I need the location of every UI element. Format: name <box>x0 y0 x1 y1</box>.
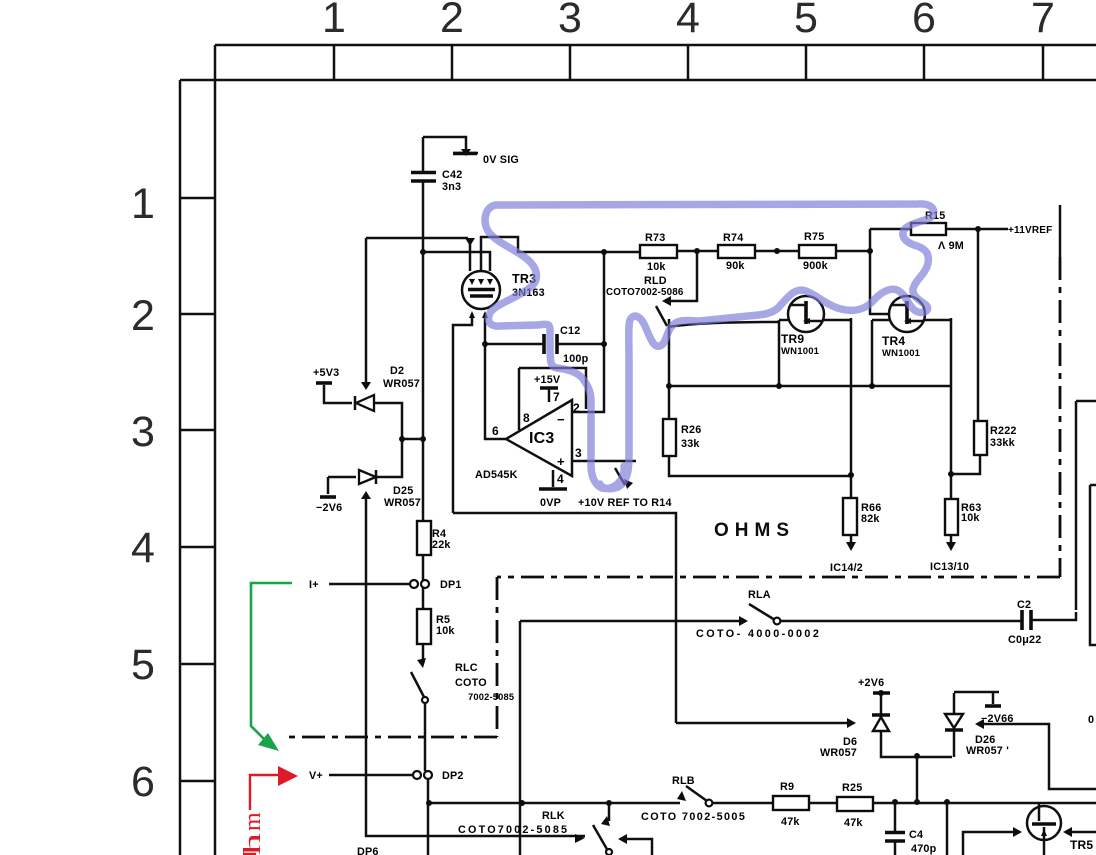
svg-text:DP2: DP2 <box>442 770 464 782</box>
svg-text:−: − <box>557 412 565 427</box>
svg-text:TR3: TR3 <box>512 272 536 286</box>
svg-text:TR5: TR5 <box>1070 838 1093 852</box>
svg-text:5: 5 <box>794 0 818 42</box>
svg-text:22k: 22k <box>432 539 451 551</box>
svg-text:R75: R75 <box>804 231 824 243</box>
svg-text:h: h <box>240 833 266 855</box>
svg-text:R25: R25 <box>842 782 862 794</box>
svg-text:RLA: RLA <box>748 589 771 601</box>
svg-text:C0μ22: C0μ22 <box>1008 634 1041 646</box>
svg-text:Λ 9M: Λ 9M <box>938 240 964 252</box>
svg-text:V+: V+ <box>309 770 323 782</box>
svg-text:5: 5 <box>131 641 155 689</box>
svg-text:3: 3 <box>558 0 582 42</box>
svg-text:R66: R66 <box>861 502 881 514</box>
svg-text:DP6: DP6 <box>357 846 379 855</box>
svg-text:D25: D25 <box>393 485 413 497</box>
svg-text:6: 6 <box>131 758 155 806</box>
svg-text:7: 7 <box>1031 0 1055 42</box>
svg-text:0: 0 <box>1088 714 1094 726</box>
svg-text:−2V66: −2V66 <box>981 713 1014 725</box>
svg-text:WR057 ': WR057 ' <box>966 745 1009 757</box>
svg-text:900k: 900k <box>803 260 829 272</box>
svg-text:R74: R74 <box>723 232 743 244</box>
svg-text:0VP: 0VP <box>540 497 561 509</box>
svg-text:DP1: DP1 <box>440 579 462 591</box>
svg-text:R222: R222 <box>990 425 1017 437</box>
svg-text:C42: C42 <box>442 169 462 181</box>
svg-text:WN1001: WN1001 <box>781 346 820 357</box>
svg-text:WR057: WR057 <box>384 497 421 509</box>
svg-text:D6: D6 <box>843 736 857 748</box>
svg-text:+2V6: +2V6 <box>858 677 884 689</box>
svg-text:2: 2 <box>440 0 464 42</box>
svg-text:AD545K: AD545K <box>475 469 518 481</box>
svg-text:82k: 82k <box>861 513 880 525</box>
svg-text:2: 2 <box>573 401 580 415</box>
svg-text:3: 3 <box>131 408 155 456</box>
svg-text:7002-5085: 7002-5085 <box>468 692 514 702</box>
svg-text:RLK: RLK <box>542 810 565 822</box>
svg-text:I+: I+ <box>309 579 319 591</box>
svg-text:R9: R9 <box>780 781 794 793</box>
svg-text:3n3: 3n3 <box>442 181 461 193</box>
svg-text:IC13/10: IC13/10 <box>930 561 969 573</box>
svg-text:C2: C2 <box>1017 599 1031 611</box>
svg-text:COTO- 4000-0002: COTO- 4000-0002 <box>696 628 821 640</box>
svg-text:10k: 10k <box>961 512 980 524</box>
svg-text:1: 1 <box>131 180 155 228</box>
svg-text:COTO: COTO <box>455 677 487 689</box>
svg-text:1: 1 <box>322 0 346 42</box>
svg-text:100p: 100p <box>563 353 589 365</box>
svg-text:COTO7002-5086: COTO7002-5086 <box>606 287 684 298</box>
svg-text:7: 7 <box>553 390 560 404</box>
svg-text:3: 3 <box>575 446 582 460</box>
svg-text:OHMS: OHMS <box>714 520 795 541</box>
svg-text:+5V3: +5V3 <box>313 367 339 379</box>
svg-text:2: 2 <box>131 292 155 340</box>
svg-text:6: 6 <box>492 424 499 438</box>
svg-text:470p: 470p <box>911 843 937 855</box>
svg-text:D26: D26 <box>975 734 995 746</box>
svg-text:IC14/2: IC14/2 <box>830 562 863 574</box>
svg-text:10k: 10k <box>647 261 666 273</box>
svg-text:TR9: TR9 <box>781 332 804 346</box>
svg-text:+15V: +15V <box>534 374 561 386</box>
svg-text:RLD: RLD <box>644 275 667 287</box>
svg-text:m: m <box>240 812 266 831</box>
svg-text:+: + <box>557 454 565 469</box>
svg-text:C12: C12 <box>560 325 580 337</box>
svg-text:RLB: RLB <box>672 775 695 787</box>
svg-text:COTO 7002-5005: COTO 7002-5005 <box>641 811 746 823</box>
svg-text:47k: 47k <box>844 817 863 829</box>
svg-text:IC3: IC3 <box>529 430 555 447</box>
svg-text:R73: R73 <box>645 232 665 244</box>
svg-text:6: 6 <box>912 0 936 42</box>
svg-text:8: 8 <box>523 411 530 425</box>
svg-text:4: 4 <box>676 0 700 42</box>
svg-text:0V SIG: 0V SIG <box>483 154 519 166</box>
svg-text:WN1001: WN1001 <box>882 348 921 359</box>
svg-text:90k: 90k <box>726 260 745 272</box>
svg-text:C4: C4 <box>909 829 923 841</box>
svg-text:4: 4 <box>557 472 564 486</box>
svg-text:WR057: WR057 <box>820 747 857 759</box>
svg-text:TR4: TR4 <box>882 334 905 348</box>
svg-text:33k: 33k <box>681 438 700 450</box>
svg-text:4: 4 <box>131 524 155 572</box>
svg-text:10k: 10k <box>436 625 455 637</box>
svg-text:R5: R5 <box>436 614 450 626</box>
svg-text:R26: R26 <box>681 424 701 436</box>
svg-text:R4: R4 <box>432 528 446 540</box>
svg-text:+10V REF TO R14: +10V REF TO R14 <box>578 497 672 509</box>
svg-text:+11VREF: +11VREF <box>1008 225 1052 236</box>
svg-text:R63: R63 <box>961 502 981 514</box>
svg-text:−2V6: −2V6 <box>316 502 342 514</box>
svg-text:COTO7002-5085: COTO7002-5085 <box>458 824 569 836</box>
svg-text:47k: 47k <box>781 816 800 828</box>
svg-text:D2: D2 <box>390 365 404 377</box>
svg-text:WR057: WR057 <box>383 378 420 390</box>
svg-text:RLC: RLC <box>455 662 478 674</box>
svg-text:33kk: 33kk <box>990 437 1016 449</box>
